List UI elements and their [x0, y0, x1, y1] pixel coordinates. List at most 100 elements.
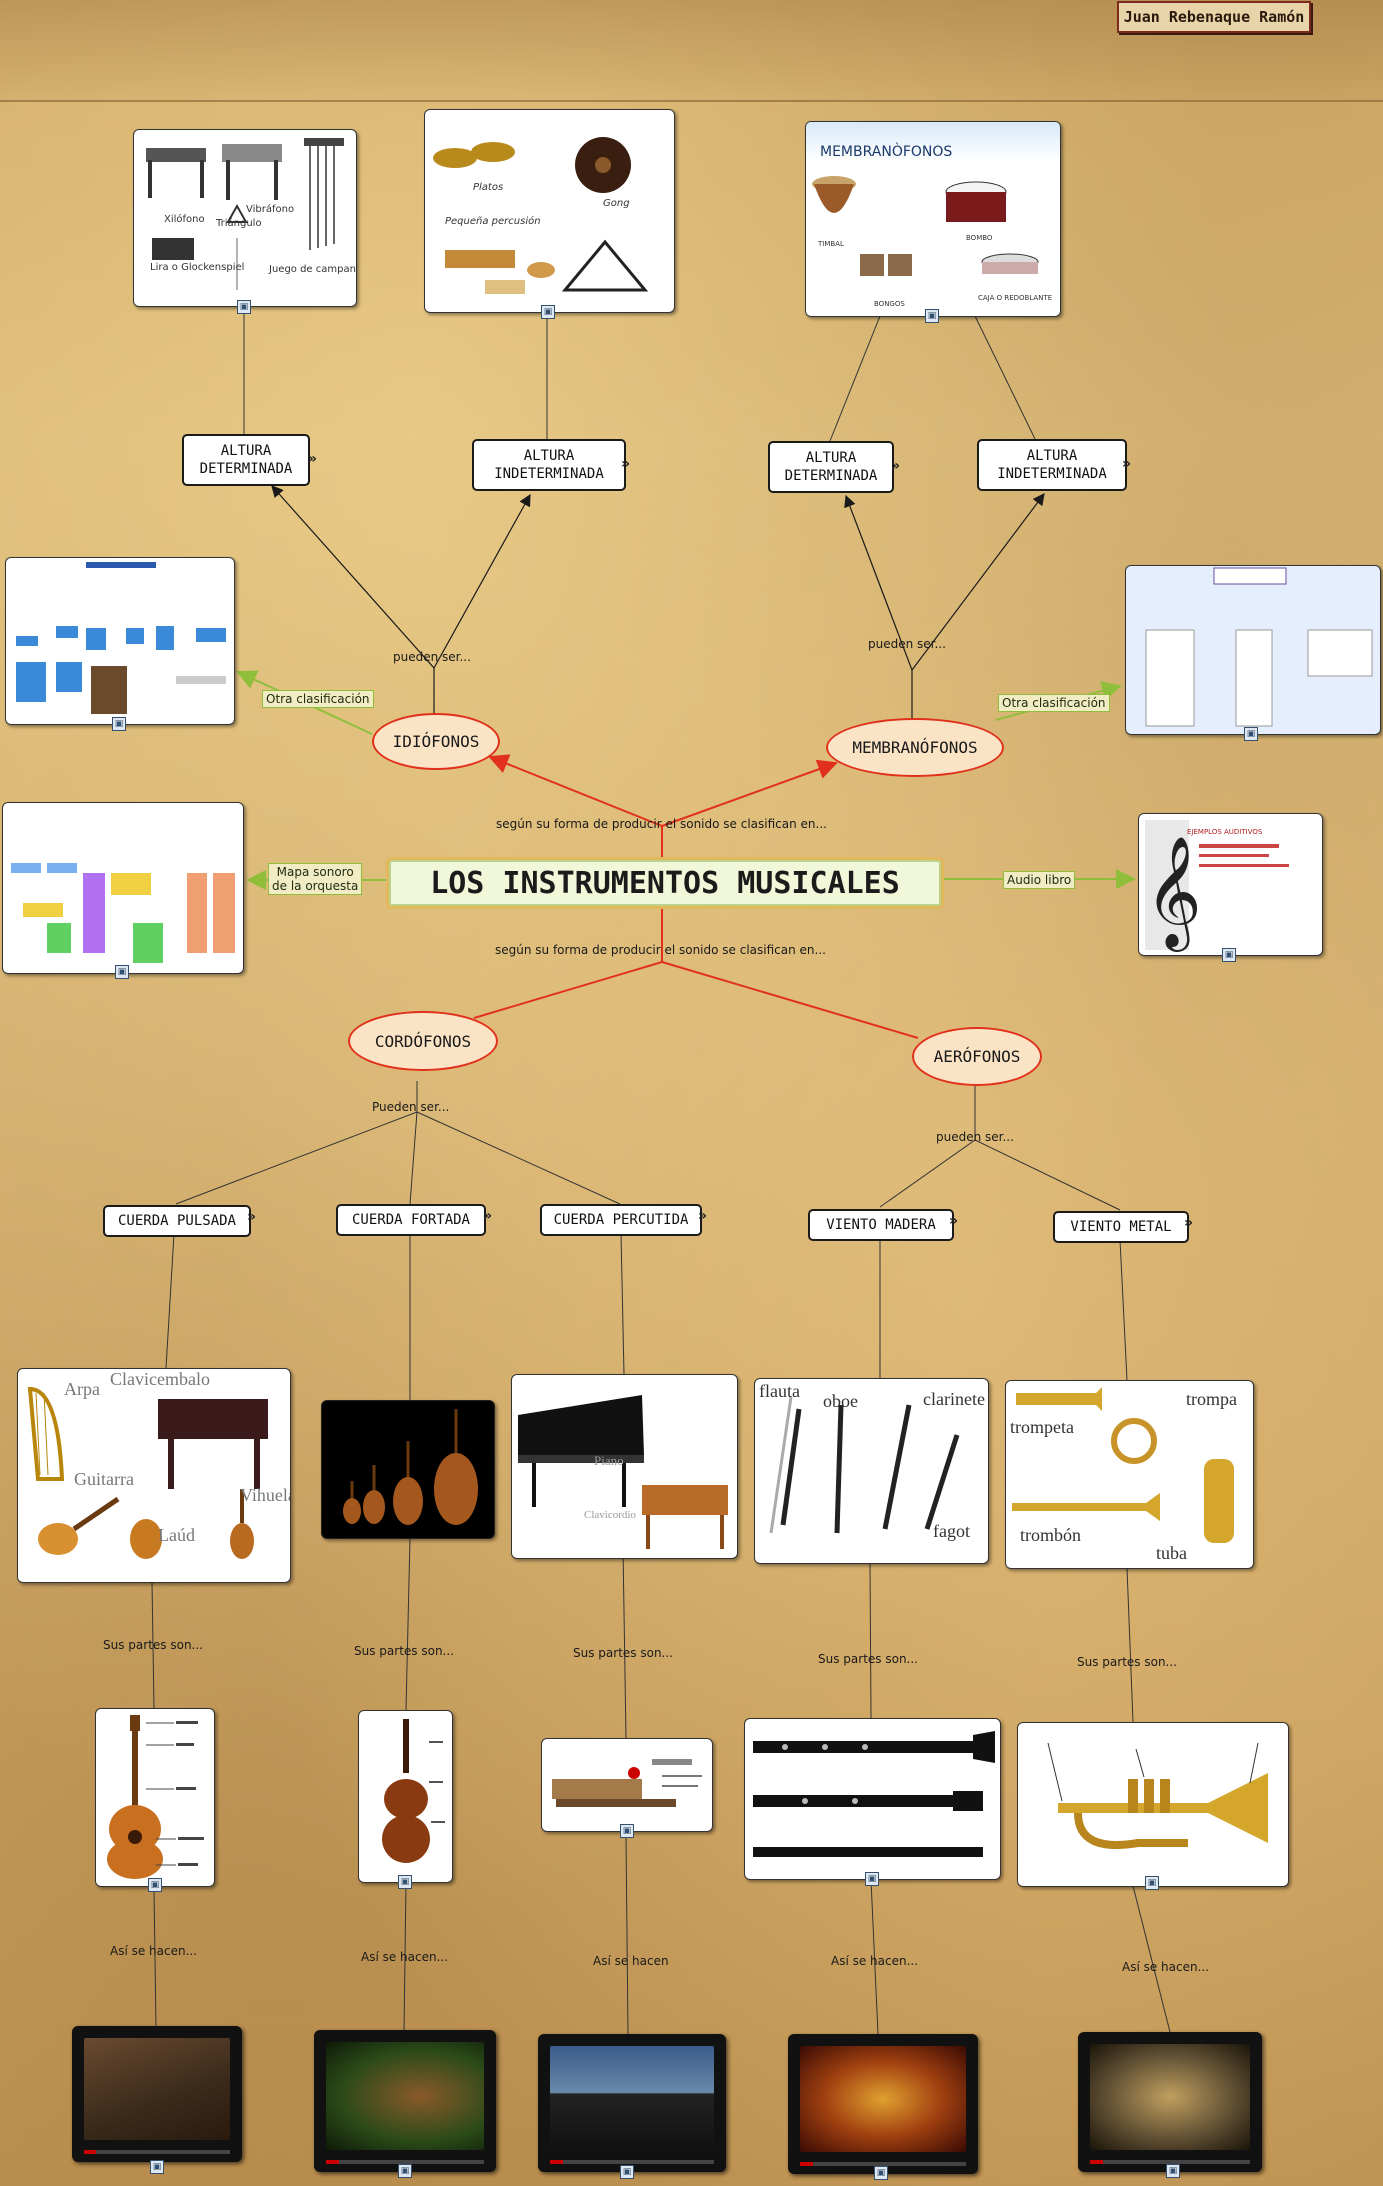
link-label-partes: Sus partes son... — [1077, 1655, 1177, 1669]
guitarra-partes-image[interactable] — [95, 1708, 215, 1887]
video-icon[interactable]: ▣ — [874, 2166, 888, 2180]
image-icon[interactable]: ▣ — [865, 1872, 879, 1886]
subtype-cuerda-percutida[interactable]: CUERDA PERCUTIDA — [540, 1204, 702, 1236]
author-badge: Juan Rebenaque Ramón — [1117, 1, 1311, 33]
link-label-partes: Sus partes son... — [103, 1638, 203, 1652]
viento-metal-image[interactable]: trompa trompeta trombón tuba — [1005, 1380, 1254, 1569]
piano-action-drawing — [552, 1759, 702, 1807]
video-icon[interactable]: ▣ — [1166, 2164, 1180, 2178]
expand-chevron-icon[interactable]: » — [483, 1208, 493, 1224]
label-bombo: BOMBO — [966, 234, 993, 242]
audio-libro-image[interactable]: 𝄞 EJEMPLOS AUDITIVOS — [1138, 813, 1323, 956]
violin-parts-drawing — [382, 1719, 445, 1863]
image-icon[interactable]: ▣ — [1145, 1876, 1159, 1890]
label-platos: Platos — [473, 182, 504, 193]
video-violin[interactable] — [314, 2030, 496, 2172]
family-aerofonos[interactable]: AERÓFONOS — [912, 1027, 1042, 1086]
subtype-viento-metal[interactable]: VIENTO METAL — [1053, 1211, 1189, 1243]
cuerda-pulsada-image[interactable]: Arpa Clavicembalo Guitarra Vihuela Laúd — [17, 1368, 291, 1583]
link-otra-clasificacion-left[interactable]: Otra clasificación — [262, 690, 374, 708]
label-clavicembalo: Clavicembalo — [110, 1369, 210, 1389]
main-topic[interactable]: LOS INSTRUMENTOS MUSICALES — [386, 857, 944, 909]
arrow-to-membranofonos — [661, 759, 838, 827]
family-cordofonos[interactable]: CORDÓFONOS — [348, 1011, 498, 1071]
mallet-percussion-drawing — [146, 138, 344, 290]
idiofonos-det-image[interactable]: Xilófono Vibráfono Triángulo Lira o Gloc… — [133, 129, 357, 307]
link-label-pueden-ser: pueden ser... — [868, 637, 946, 651]
idiofonos-altura-determinada[interactable]: ALTURA DETERMINADA — [182, 434, 310, 486]
label-gong: Gong — [603, 198, 630, 209]
membranofonos-otra-clasificacion-image[interactable] — [1125, 565, 1381, 735]
family-membranofonos[interactable]: MEMBRANÓFONOS — [826, 718, 1004, 777]
subtype-cuerda-frotada[interactable]: CUERDA FORTADA — [336, 1204, 486, 1236]
label-vibrafono: Vibráfono — [246, 204, 295, 215]
video-icon[interactable]: ▣ — [620, 2165, 634, 2179]
membranofonos-altura-indeterminada[interactable]: ALTURA INDETERMINADA — [977, 439, 1127, 491]
image-icon[interactable]: ▣ — [398, 1875, 412, 1889]
svg-text:𝄞: 𝄞 — [1145, 835, 1202, 952]
idiofonos-otra-clasificacion-image[interactable] — [5, 557, 235, 725]
label-lira: Lira o Glockenspiel — [150, 262, 245, 273]
expand-chevron-icon[interactable]: » — [949, 1213, 959, 1229]
image-icon[interactable]: ▣ — [237, 300, 251, 314]
violin-partes-image[interactable] — [358, 1710, 453, 1883]
image-icon[interactable]: ▣ — [541, 305, 555, 319]
video-icon[interactable]: ▣ — [398, 2164, 412, 2178]
link-label-pueden-ser: pueden ser... — [393, 650, 471, 664]
subtype-cuerda-pulsada[interactable]: CUERDA PULSADA — [103, 1205, 251, 1237]
mapa-sonoro-image[interactable] — [2, 802, 244, 974]
video-icon[interactable]: ▣ — [150, 2160, 164, 2174]
image-icon[interactable]: ▣ — [1244, 727, 1258, 741]
link-label-partes: Sus partes son... — [573, 1646, 673, 1660]
link-audio-libro[interactable]: Audio libro — [1003, 871, 1076, 889]
image-icon[interactable]: ▣ — [148, 1878, 162, 1892]
expand-chevron-icon[interactable]: » — [891, 458, 901, 474]
expand-chevron-icon[interactable]: » — [1122, 456, 1132, 472]
cuerda-frotada-image[interactable] — [321, 1400, 495, 1539]
image-icon[interactable]: ▣ — [112, 717, 126, 731]
membranofonos-altura-determinada[interactable]: ALTURA DETERMINADA — [768, 441, 894, 493]
link-label-hacen: Así se hacen... — [831, 1954, 919, 1968]
link-otra-clasificacion-right[interactable]: Otra clasificación — [998, 694, 1110, 712]
viento-madera-image[interactable]: flauta oboe clarinete fagot — [754, 1378, 989, 1564]
label-timbal: TIMBAL — [818, 240, 844, 248]
woodwinds-drawing — [769, 1396, 960, 1534]
brass-drawing — [1012, 1387, 1234, 1543]
label-trompa: trompa — [1186, 1389, 1237, 1409]
family-idiofonos[interactable]: IDIÓFONOS — [372, 713, 500, 770]
label-clarinete: clarinete — [923, 1389, 985, 1409]
expand-chevron-icon[interactable]: » — [1184, 1215, 1194, 1231]
label-campanas: Juego de campanas — [269, 264, 356, 275]
label-arpa: Arpa — [64, 1379, 100, 1399]
idiofonos-indet-image[interactable]: Platos Gong Pequeña percusión — [424, 109, 675, 313]
image-icon[interactable]: ▣ — [925, 309, 939, 323]
cuerda-percutida-image[interactable]: Piano Clavicordio — [511, 1374, 738, 1559]
label-trompeta: trompeta — [1010, 1417, 1074, 1437]
link-label-hacen: Así se hacen... — [110, 1944, 198, 1958]
piano-partes-image[interactable] — [541, 1738, 713, 1832]
link-label-partes: Sus partes son... — [818, 1652, 918, 1666]
label-ejemplos: EJEMPLOS AUDITIVOS — [1187, 828, 1263, 836]
video-clarinete[interactable] — [788, 2034, 978, 2174]
expand-chevron-icon[interactable]: » — [621, 456, 631, 472]
clarinete-partes-image[interactable] — [744, 1718, 1001, 1880]
idiofonos-altura-indeterminada[interactable]: ALTURA INDETERMINADA — [472, 439, 626, 491]
image-icon[interactable]: ▣ — [115, 965, 129, 979]
label-pequena: Pequeña percusión — [445, 216, 541, 227]
video-guitarra[interactable] — [72, 2026, 242, 2162]
label-vihuela: Vihuela — [240, 1485, 291, 1505]
image-icon[interactable]: ▣ — [1222, 948, 1236, 962]
video-piano[interactable] — [538, 2034, 726, 2172]
trompeta-partes-image[interactable] — [1017, 1722, 1289, 1887]
expand-chevron-icon[interactable]: » — [308, 451, 318, 467]
label-piano: Piano — [594, 1453, 624, 1468]
video-trompeta[interactable] — [1078, 2032, 1262, 2172]
image-icon[interactable]: ▣ — [620, 1824, 634, 1838]
guitar-parts-drawing — [107, 1715, 204, 1879]
membranofonos-image[interactable]: MEMBRANÒFONOS TIMBAL BOMBO BONGOS CAJA O… — [805, 121, 1061, 317]
subtype-viento-madera[interactable]: VIENTO MADERA — [808, 1209, 954, 1241]
expand-chevron-icon[interactable]: » — [247, 1209, 257, 1225]
expand-chevron-icon[interactable]: » — [698, 1208, 708, 1224]
link-label-pueden-ser: Pueden ser... — [372, 1100, 450, 1114]
